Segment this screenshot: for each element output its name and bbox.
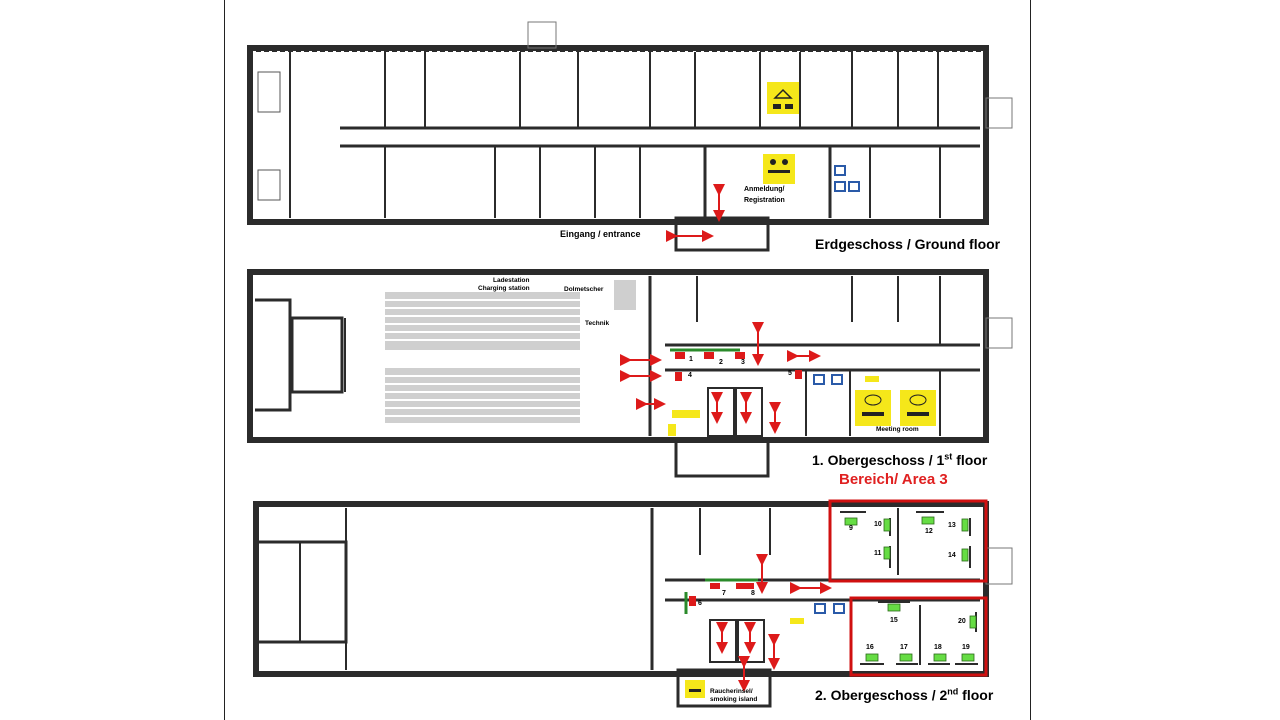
second-floor-plan	[253, 499, 1013, 708]
second-floor-title: 2. Obergeschoss / 2nd floor	[815, 687, 993, 703]
first-floor-title-end: floor	[952, 452, 988, 468]
toilet-icon	[848, 181, 860, 192]
toilet-icon	[831, 374, 843, 385]
registration-desk-icon	[763, 154, 795, 184]
first-floor-title-main: 1. Obergeschoss / 1	[812, 452, 945, 468]
ground-outer-wall	[247, 45, 989, 225]
desk-number: 13	[948, 522, 956, 529]
meeting-room-icon	[855, 390, 891, 426]
smoking-island-label-line1: Raucherinsel/	[710, 688, 753, 695]
second-floor-title-main: 2. Obergeschoss / 2	[815, 687, 948, 703]
first-floor-markers	[675, 352, 802, 381]
toilet-icon	[834, 165, 846, 176]
area-3-box-lower	[849, 596, 988, 677]
desk-number: 10	[874, 521, 882, 528]
desk-number: 14	[948, 552, 956, 559]
smoking-island-label-line2: smoking island	[710, 696, 758, 703]
second-floor-title-sup: nd	[947, 686, 959, 697]
area-3-box-upper	[828, 499, 988, 583]
first-floor-plan	[247, 269, 1013, 478]
registration-label-line2: Registration	[744, 197, 785, 204]
second-floor-title-end: floor	[958, 687, 994, 703]
meeting-room-icon	[900, 390, 936, 426]
desk-number: 9	[849, 525, 853, 532]
registration-label-line1: Anmeldung/	[744, 186, 785, 193]
desk-number: 11	[874, 550, 882, 557]
marker-number: 3	[741, 359, 745, 366]
second-floor-markers	[689, 583, 754, 606]
marker-number: 2	[719, 359, 723, 366]
first-outer-wall	[247, 269, 989, 443]
desk-number: 17	[900, 644, 908, 651]
area-title: Bereich/ Area 3	[839, 471, 948, 488]
page-right-edge	[1030, 0, 1031, 720]
desk-number: 18	[934, 644, 942, 651]
ground-floor-plan	[247, 21, 1013, 252]
charging-station-label-line2: Charging station	[478, 285, 530, 292]
interpreter-booth	[614, 280, 636, 310]
desk-number: 20	[958, 618, 966, 625]
meeting-room-label: Meeting room	[876, 426, 919, 433]
marker-number: 5	[788, 370, 792, 377]
second-outer-wall	[253, 501, 989, 677]
toilet-icon	[833, 603, 845, 614]
auditorium-seats	[385, 292, 580, 423]
interpreter-label: Dolmetscher	[564, 286, 604, 293]
marker-number: 7	[722, 590, 726, 597]
desk-markers	[844, 516, 977, 662]
marker-number: 1	[689, 356, 693, 363]
desk-number: 15	[890, 617, 898, 624]
toilet-icon	[834, 181, 846, 192]
marker-number: 4	[688, 372, 692, 379]
page-left-edge	[224, 0, 225, 720]
first-floor-title-sup: st	[944, 451, 953, 462]
desk-number: 19	[962, 644, 970, 651]
marker-number: 8	[751, 590, 755, 597]
entrance-label: Eingang / entrance	[560, 229, 641, 239]
desk-number: 12	[925, 528, 933, 535]
toilet-icon	[814, 603, 826, 614]
toilet-icon	[813, 374, 825, 385]
technik-label: Technik	[585, 320, 610, 327]
first-floor-title: 1. Obergeschoss / 1st floor	[812, 452, 987, 468]
ground-floor-title: Erdgeschoss / Ground floor	[815, 236, 1001, 252]
marker-number: 6	[698, 600, 702, 607]
desk-number: 16	[866, 644, 874, 651]
charging-station-label-line1: Ladestation	[493, 277, 530, 284]
